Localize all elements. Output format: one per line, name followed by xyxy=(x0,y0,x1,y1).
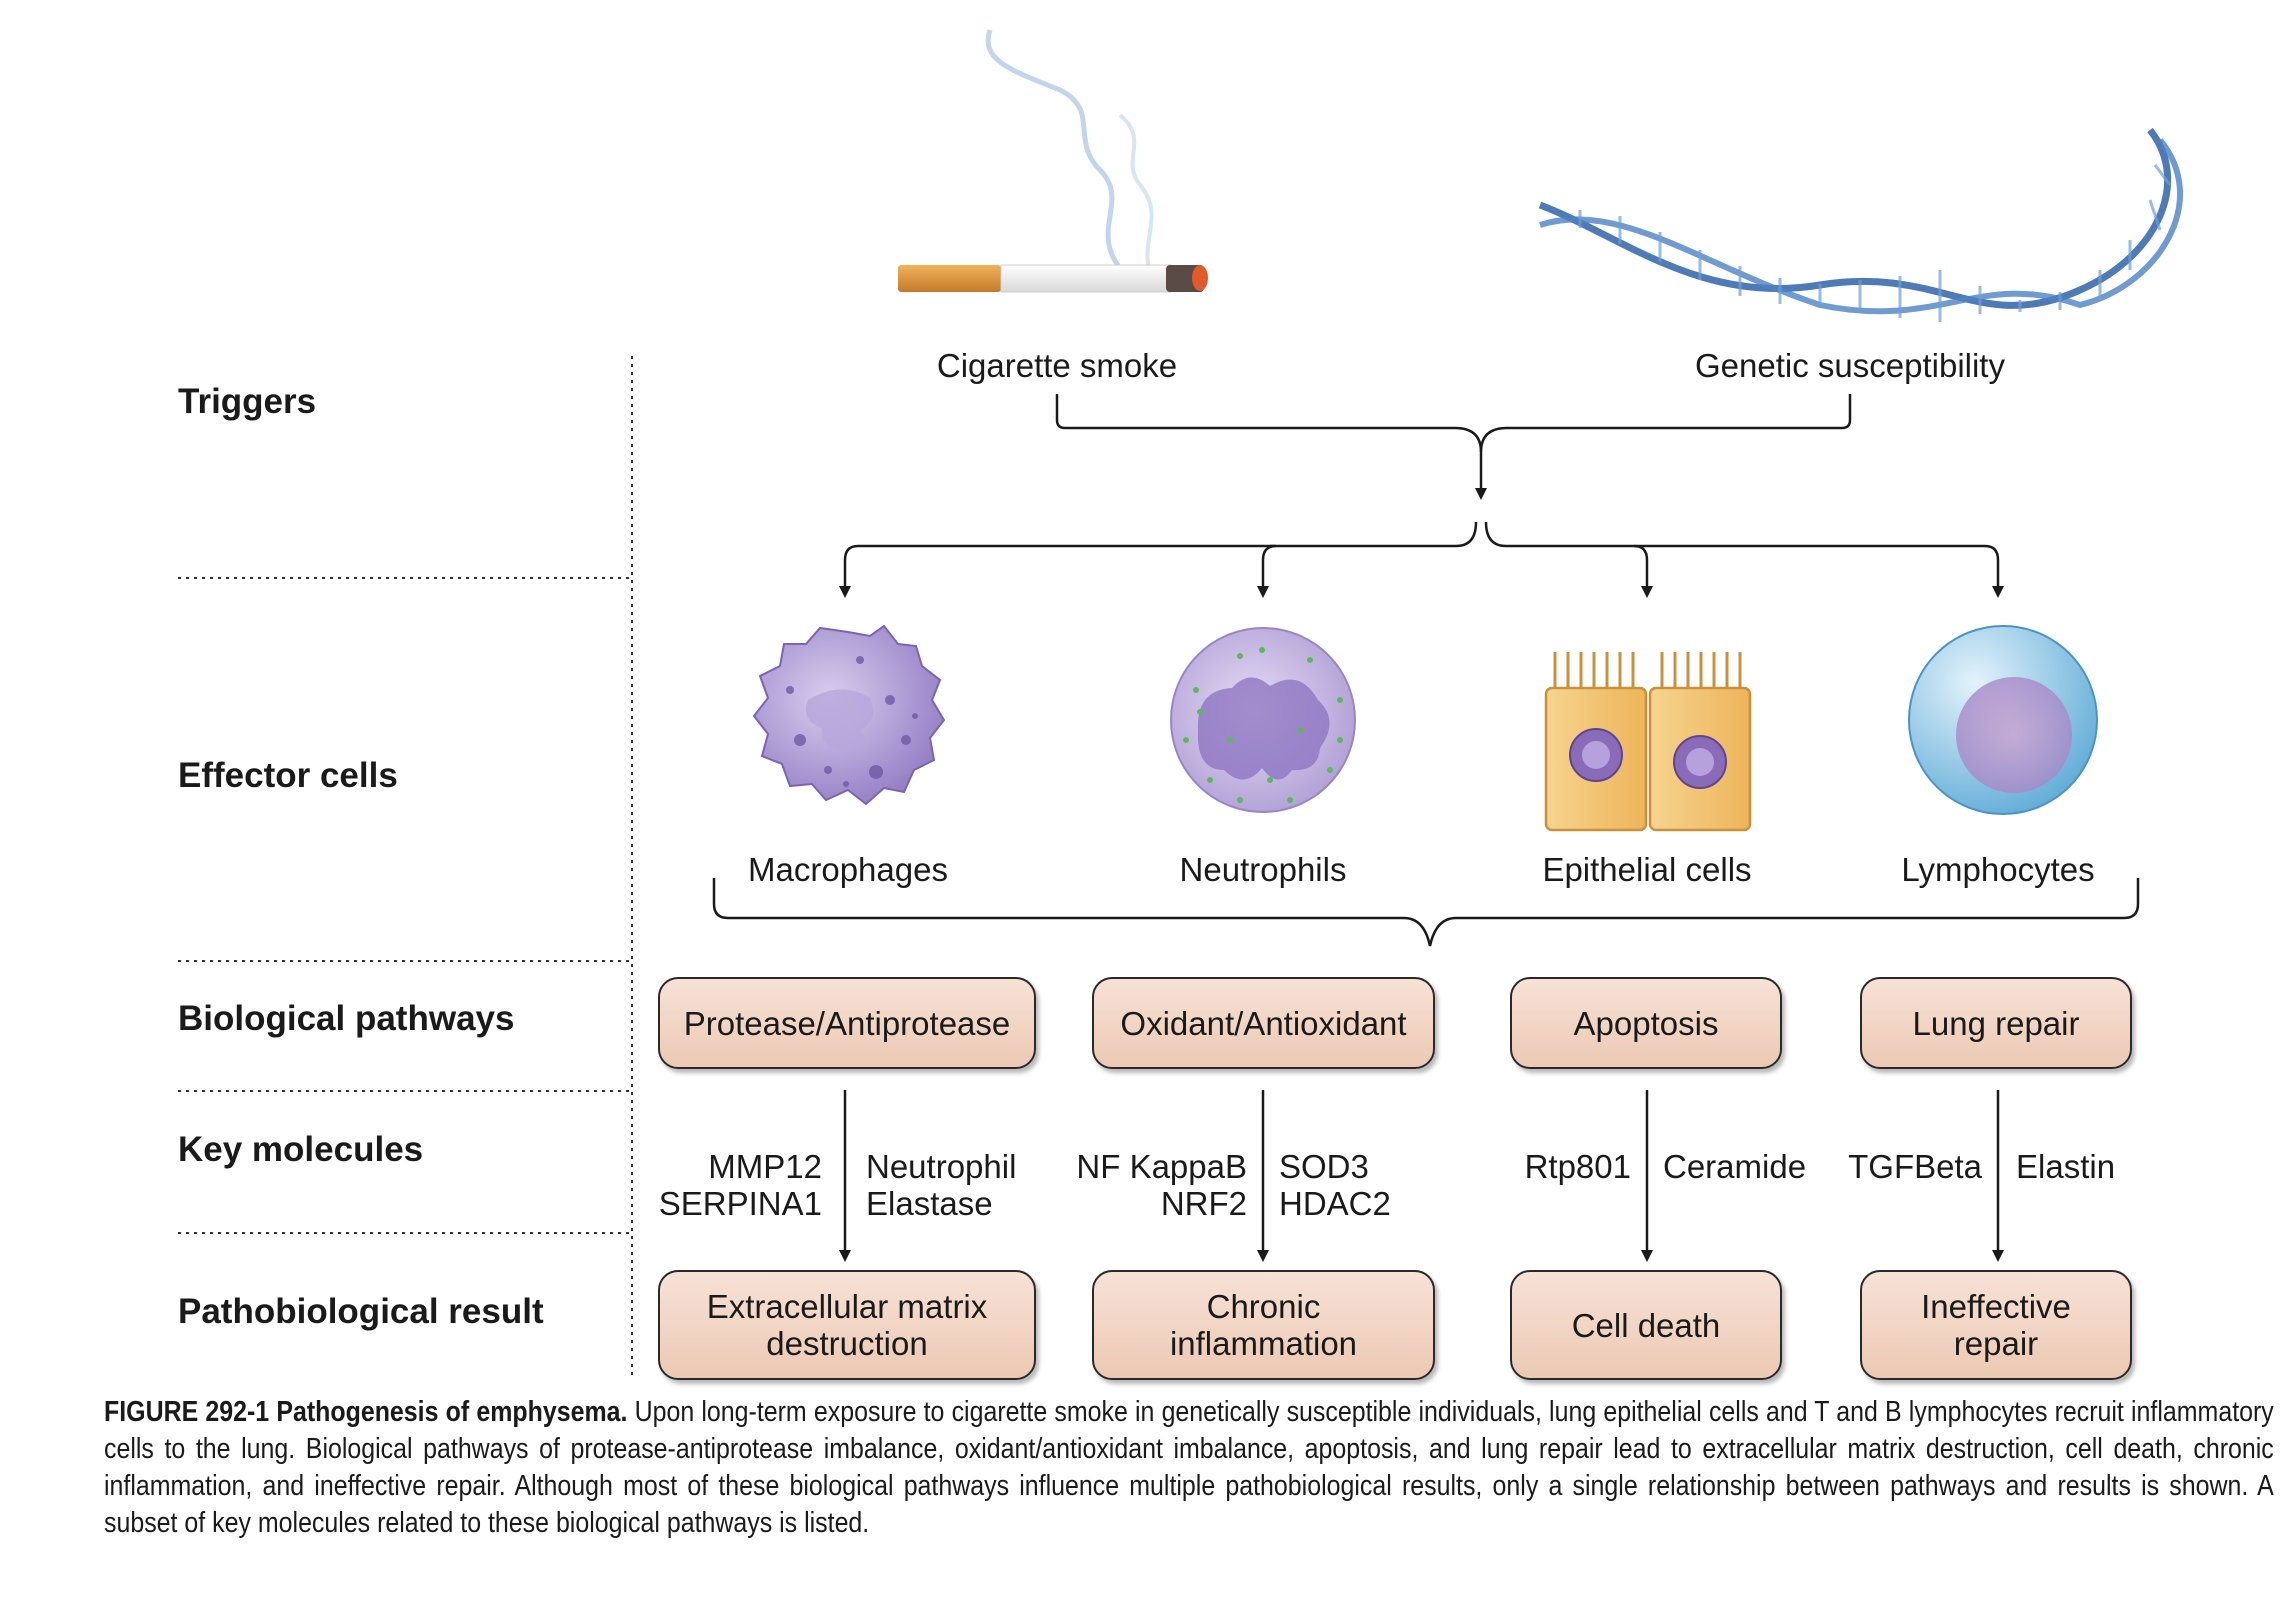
lymphocyte-cell-icon xyxy=(1908,625,2098,815)
cells-to-pathways-brace xyxy=(712,878,2140,947)
molecules-oxidant-left: NF KappaB NRF2 xyxy=(1076,1148,1247,1222)
neutrophil-cell-icon xyxy=(1170,627,1356,813)
result-label-line: Ineffective xyxy=(1921,1288,2071,1325)
result-label-line: inflammation xyxy=(1169,1325,1358,1362)
molecule: Rtp801 xyxy=(1524,1148,1631,1185)
cell-label-neutrophils: Neutrophils xyxy=(1179,851,1347,888)
row-label-key-molecules: Key molecules xyxy=(178,1130,424,1169)
result-label-line: Extracellular matrix xyxy=(706,1288,988,1325)
caption-text: Upon long-term exposure to cigarette smo… xyxy=(104,1396,2274,1539)
result-label-line: destruction xyxy=(766,1325,928,1362)
result-ecm-destruction: Extracellular matrix destruction xyxy=(658,1270,1036,1380)
trigger-connector-right xyxy=(1479,394,1852,453)
cell-label-lymphocytes: Lymphocytes xyxy=(1901,851,2095,888)
molecules-protease-right: Neutrophil Elastase xyxy=(866,1148,1016,1222)
pathway-apoptosis: Apoptosis xyxy=(1510,977,1782,1069)
row-label-pathobiological-result: Pathobiological result xyxy=(178,1292,544,1331)
molecule: NF KappaB xyxy=(1076,1148,1247,1185)
trigger-connector-left xyxy=(1055,394,1483,453)
result-label-line: repair xyxy=(1953,1325,2039,1362)
molecule: Elastin xyxy=(2016,1148,2116,1185)
pathway-label: Lung repair xyxy=(1912,1004,2080,1042)
molecule: SOD3 xyxy=(1279,1148,1369,1185)
pathway-label: Protease/Antiprotease xyxy=(683,1004,1011,1042)
epithelial-cells-icon xyxy=(1544,652,1752,832)
molecules-apoptosis-right: Ceramide xyxy=(1663,1148,1806,1185)
dna-helix-icon xyxy=(1538,127,2183,322)
result-cell-death: Cell death xyxy=(1510,1270,1782,1380)
molecule: SERPINA1 xyxy=(658,1185,822,1222)
molecules-protease-left: MMP12 SERPINA1 xyxy=(659,1148,822,1222)
molecule: HDAC2 xyxy=(1279,1185,1391,1222)
cigarette-icon xyxy=(898,29,1208,293)
result-ineffective-repair: Ineffective repair xyxy=(1860,1270,2132,1380)
molecules-repair-right: Elastin xyxy=(2016,1148,2115,1185)
pathway-lung-repair: Lung repair xyxy=(1860,977,2132,1069)
arrow-to-epithelial xyxy=(1484,521,1653,598)
cell-label-macrophages: Macrophages xyxy=(748,851,948,888)
caption-label: FIGURE 292-1 Pathogenesis of emphysema. xyxy=(104,1396,628,1428)
pathway-label: Oxidant/Antioxidant xyxy=(1120,1004,1407,1042)
result-label-line: Chronic xyxy=(1206,1288,1321,1325)
molecule: MMP12 xyxy=(708,1148,822,1185)
pathway-label: Apoptosis xyxy=(1573,1004,1719,1042)
molecule: Neutrophil xyxy=(866,1148,1017,1185)
arrow-to-macrophages xyxy=(839,521,1478,598)
molecule: NRF2 xyxy=(1160,1185,1247,1222)
row-label-biological-pathways: Biological pathways xyxy=(178,999,515,1038)
result-chronic-inflammation: Chronic inflammation xyxy=(1092,1270,1435,1380)
row-label-effector-cells: Effector cells xyxy=(178,756,398,795)
molecules-apoptosis-left: Rtp801 xyxy=(1525,1148,1631,1185)
molecule: Ceramide xyxy=(1663,1148,1807,1185)
figure-caption: FIGURE 292-1 Pathogenesis of emphysema. … xyxy=(104,1394,2274,1542)
cell-label-epithelial-cells: Epithelial cells xyxy=(1542,851,1752,888)
trigger-genetic-susceptibility: Genetic susceptibility xyxy=(1695,347,2005,384)
arrow-to-neutrophils xyxy=(1262,544,1277,592)
molecule: TGFBeta xyxy=(1848,1148,1982,1185)
pathway-protease-antiprotease: Protease/Antiprotease xyxy=(658,977,1036,1069)
molecule: Elastase xyxy=(866,1185,993,1222)
row-label-triggers: Triggers xyxy=(178,382,317,421)
result-label-line: Cell death xyxy=(1571,1306,1721,1344)
arrow-to-lymphocytes xyxy=(1634,544,2004,598)
trigger-cigarette-smoke: Cigarette smoke xyxy=(936,347,1178,384)
pathway-oxidant-antioxidant: Oxidant/Antioxidant xyxy=(1092,977,1435,1069)
molecules-repair-left: TGFBeta xyxy=(1848,1148,1982,1185)
molecules-oxidant-right: SOD3 HDAC2 xyxy=(1279,1148,1391,1222)
macrophage-cell-icon xyxy=(752,624,946,806)
